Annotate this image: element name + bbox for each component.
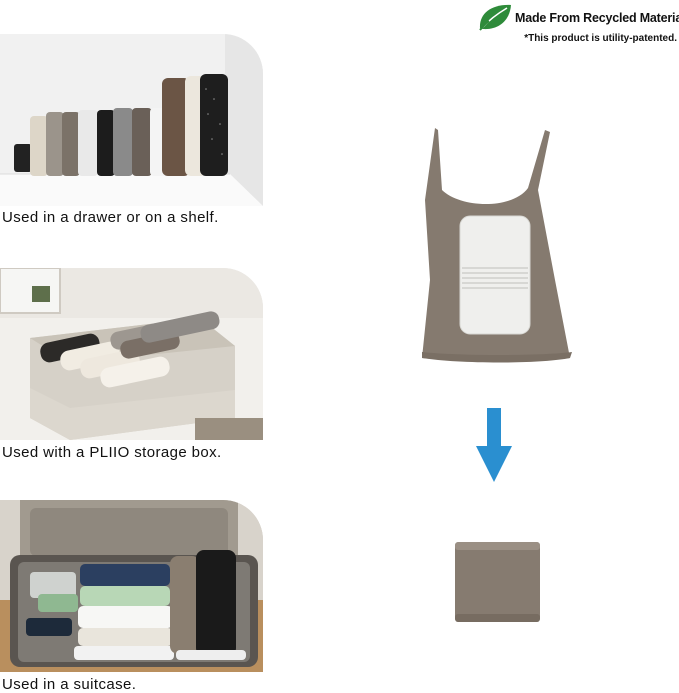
caption-suitcase: Used in a suitcase. xyxy=(2,676,137,693)
patent-note: *This product is utility-patented. xyxy=(524,33,677,44)
drawer-shelf-photo xyxy=(0,34,263,206)
arrow-down-icon xyxy=(476,408,512,482)
storage-box-photo xyxy=(0,268,263,440)
suitcase-photo xyxy=(0,500,263,672)
recycled-badge: Made From Recycled Materials *This produ… xyxy=(477,2,679,46)
caption-storage-box: Used with a PLIIO storage box. xyxy=(2,444,222,461)
caption-drawer: Used in a drawer or on a shelf. xyxy=(2,209,219,226)
folding-illustration xyxy=(422,128,572,622)
folded-garment xyxy=(455,542,540,622)
tank-top-with-board xyxy=(422,128,572,363)
leaf-icon xyxy=(479,4,511,31)
badge-title: Made From Recycled Materials xyxy=(515,11,679,25)
